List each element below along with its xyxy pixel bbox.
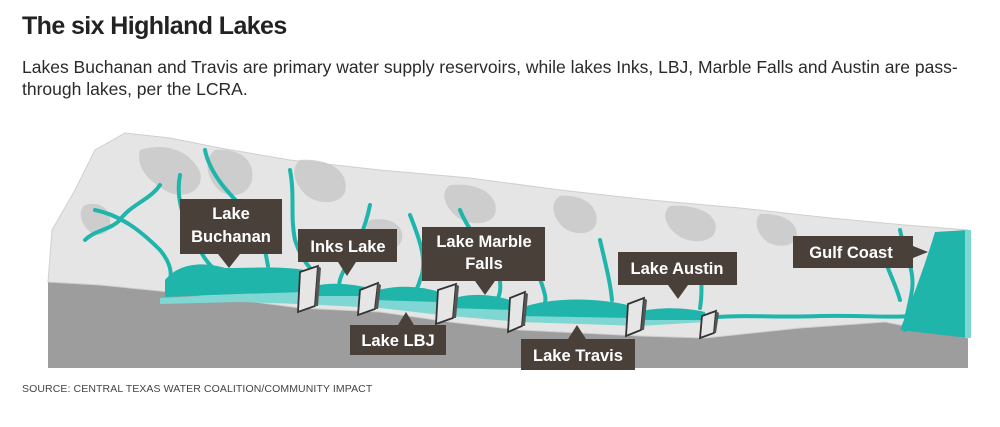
label-lake-travis: Lake Travis: [521, 325, 635, 370]
lake-lbj-water: [372, 286, 440, 302]
buchanan-dam: [297, 264, 321, 314]
label-lake-travis-text: Lake Travis: [533, 347, 623, 365]
dams: [297, 264, 719, 340]
label-lake-buchanan: Lake Buchanan: [180, 199, 282, 268]
lake-travis-water: [520, 299, 632, 318]
label-lake-buchanan-line2: Buchanan: [191, 228, 271, 246]
lake-austin-water: [638, 308, 705, 320]
label-lake-buchanan-line1: Lake: [212, 205, 250, 223]
mansfield-dam: [625, 296, 647, 338]
label-inks-lake-text: Inks Lake: [310, 238, 385, 256]
wirtz-dam: [435, 282, 459, 326]
label-lake-marble-falls: Lake Marble Falls: [422, 227, 545, 295]
page-subtitle: Lakes Buchanan and Travis are primary wa…: [22, 57, 958, 99]
label-gulf-coast: Gulf Coast: [793, 236, 928, 268]
tom-miller-dam: [698, 309, 719, 340]
label-lake-lbj-text: Lake LBJ: [361, 332, 434, 350]
label-lake-marble-falls-line1: Lake Marble: [436, 233, 531, 251]
label-inks-lake: Inks Lake: [298, 229, 397, 276]
lake-bodies: [165, 264, 705, 320]
river-channel-light: [160, 292, 705, 326]
source-credit: SOURCE: CENTRAL TEXAS WATER COALITION/CO…: [22, 383, 373, 395]
label-lake-lbj: Lake LBJ: [350, 312, 446, 355]
label-lake-austin-text: Lake Austin: [631, 260, 724, 278]
lake-buchanan-water: [165, 264, 305, 297]
page-title: The six Highland Lakes: [22, 12, 287, 40]
gulf-coast-water: [900, 230, 968, 338]
starcke-dam: [507, 290, 528, 334]
label-lake-austin: Lake Austin: [618, 252, 737, 299]
terrain-side: [48, 282, 968, 368]
inks-dam: [356, 281, 381, 317]
label-lake-marble-falls-line2: Falls: [465, 255, 503, 273]
label-gulf-coast-text: Gulf Coast: [809, 244, 893, 262]
